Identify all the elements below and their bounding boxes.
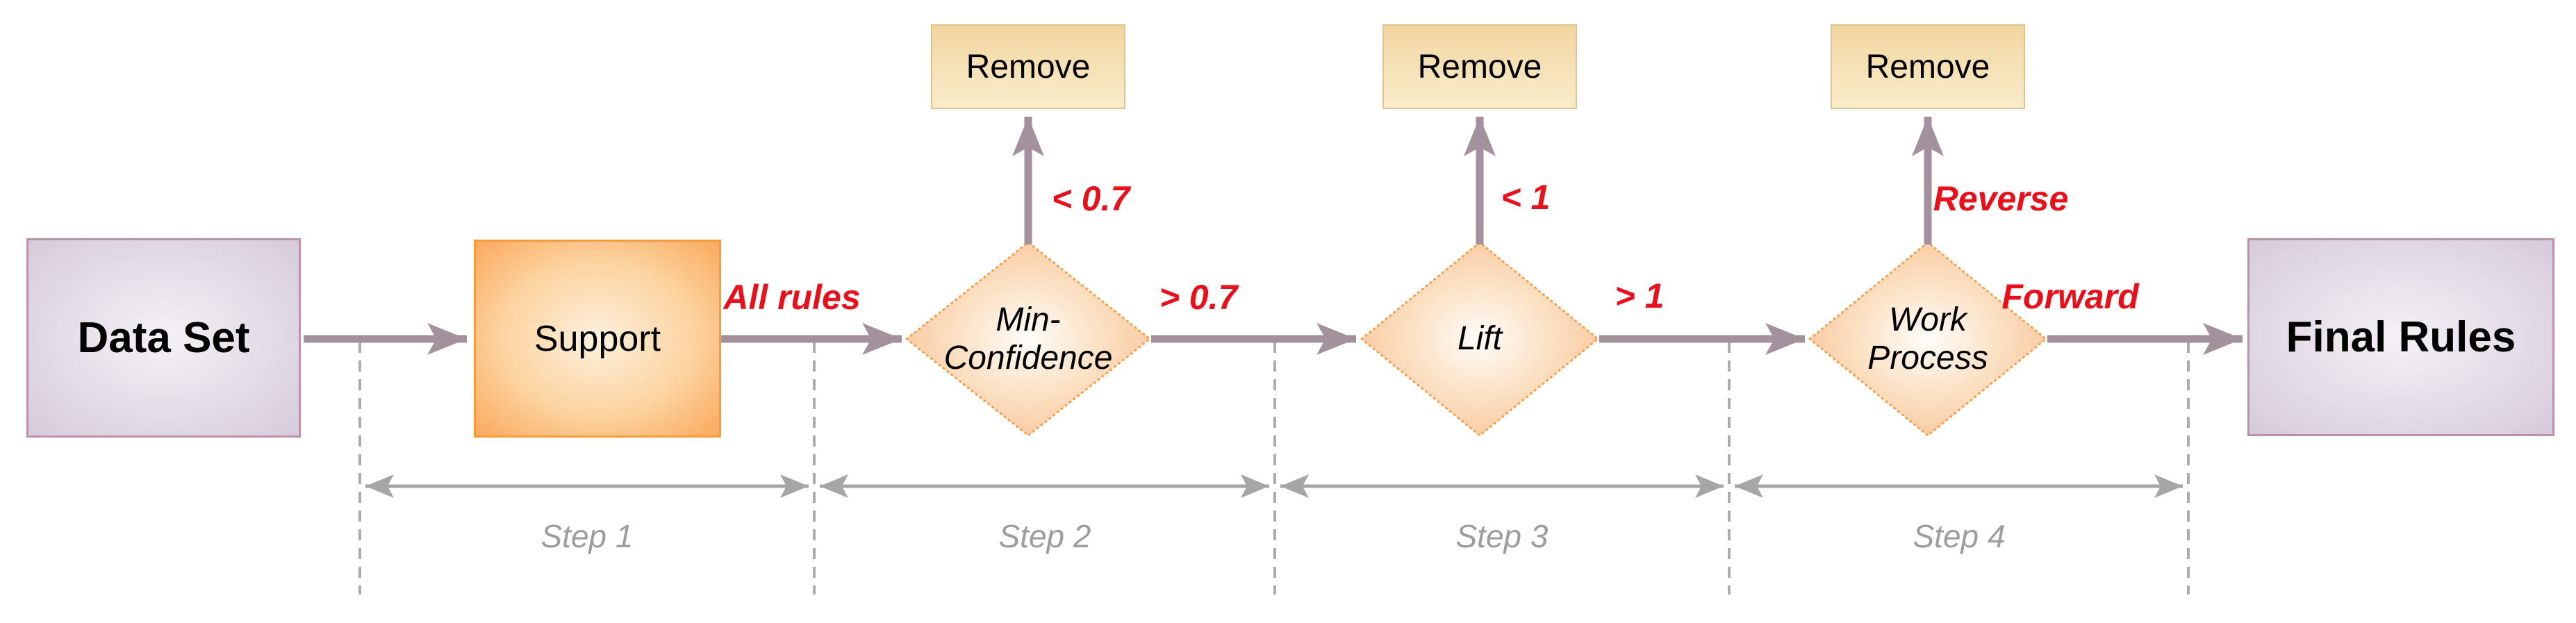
diamond-label-work-process: Work Process <box>1867 301 1988 376</box>
step-label-2: Step 2 <box>998 518 1091 554</box>
edge-label-confidence-fail: < 0.7 <box>1051 179 1130 218</box>
diamond-lift <box>1360 241 1599 437</box>
node-data-set: Data Set <box>26 238 301 438</box>
diamond-min-confidence <box>905 241 1151 437</box>
diamond-label-lift: Lift <box>1457 320 1503 358</box>
node-final-rules: Final Rules <box>2247 238 2554 436</box>
edge-label-confidence-pass: > 0.7 <box>1159 278 1238 317</box>
step-label-3: Step 3 <box>1455 518 1549 554</box>
edge-label-lift-fail: < 1 <box>1501 178 1551 217</box>
diamond-label-min-confidence: Min- Confidence <box>943 301 1113 376</box>
node-remove-lift: Remove <box>1382 24 1577 109</box>
diamond-work-process <box>1808 241 2047 437</box>
edge-label-all-rules: All rules <box>723 278 861 317</box>
edge-label-lift-pass: > 1 <box>1615 276 1665 315</box>
edge-label-forward: Forward <box>2001 277 2139 316</box>
node-remove-workprocess: Remove <box>1831 24 2025 109</box>
node-remove-confidence: Remove <box>931 24 1125 109</box>
edge-label-reverse: Reverse <box>1933 179 2069 218</box>
node-support: Support <box>474 240 721 438</box>
step-label-1: Step 1 <box>540 518 634 554</box>
step-label-4: Step 4 <box>1913 518 2006 554</box>
